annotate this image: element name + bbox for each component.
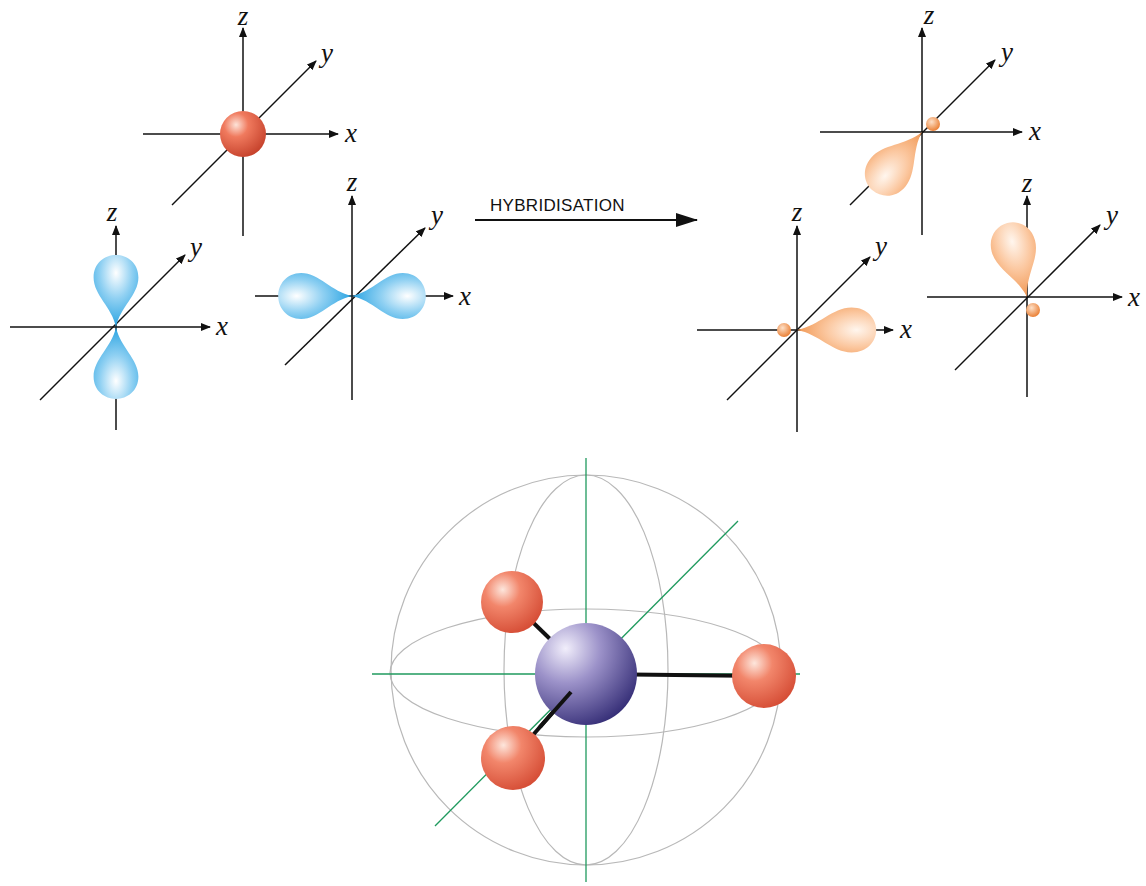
axis-label: y: [321, 40, 333, 67]
axis-label: x: [459, 283, 471, 310]
axis-label: z: [1022, 170, 1033, 197]
axis-label: y: [190, 234, 202, 261]
axis-label: z: [238, 3, 249, 30]
axis-label: y: [875, 233, 887, 260]
process-label: HYBRIDISATION: [490, 197, 625, 214]
axis-label: z: [347, 169, 358, 196]
axis-label: y: [431, 202, 443, 229]
axis-label: x: [216, 313, 228, 340]
axis-label: y: [1106, 202, 1118, 229]
axis-label: x: [345, 120, 357, 147]
axis-label: z: [107, 199, 118, 226]
axis-label: z: [792, 199, 803, 226]
axis-label: x: [1128, 284, 1140, 311]
axis-label: z: [924, 2, 935, 29]
axis-label: x: [900, 316, 912, 343]
axis-label: x: [1029, 118, 1041, 145]
axis-label: y: [1001, 39, 1013, 66]
